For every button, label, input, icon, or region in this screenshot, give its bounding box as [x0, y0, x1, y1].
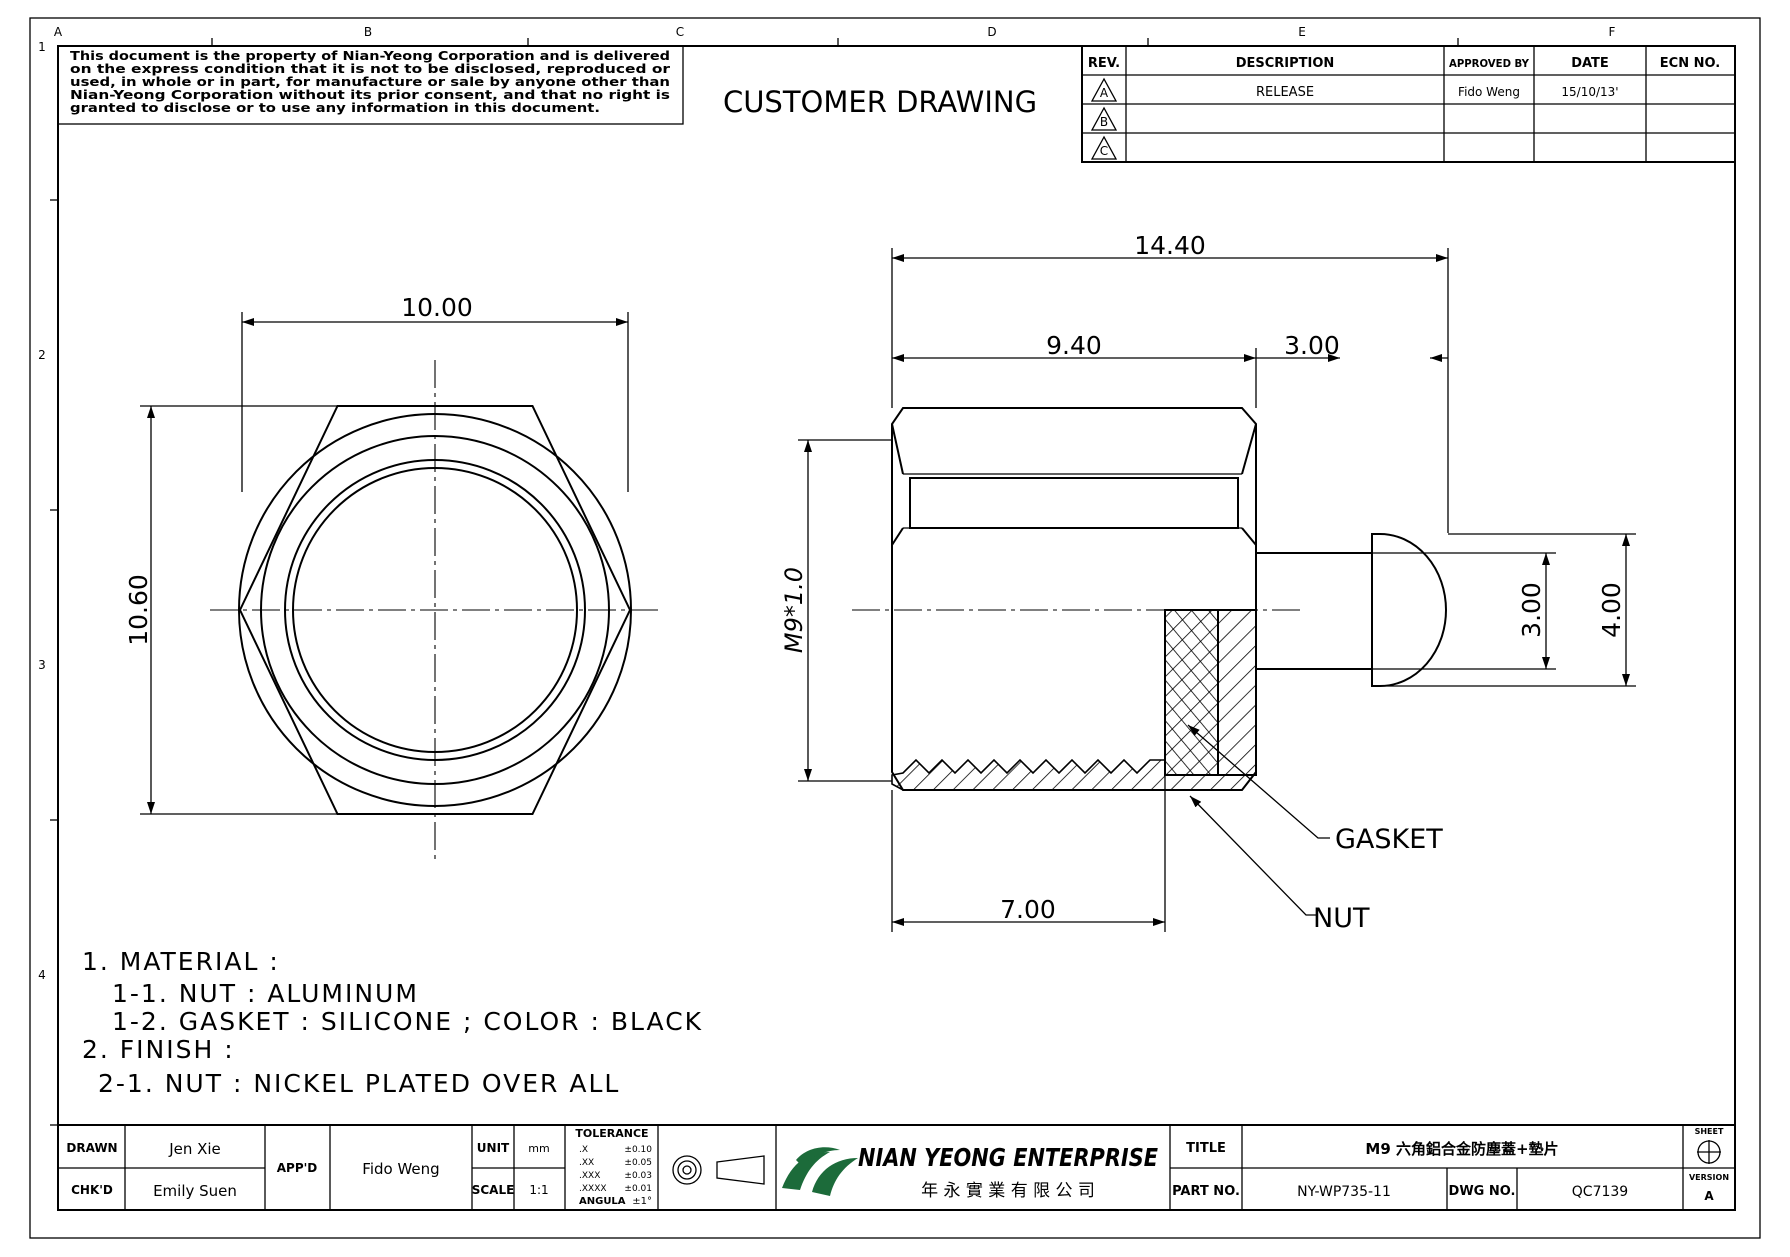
appd-by: Fido Weng — [362, 1160, 439, 1178]
part-no-label: PART NO. — [1172, 1184, 1240, 1199]
notice-line-5: granted to disclose or to use any inform… — [70, 101, 600, 115]
note-gasket-material: 1-2. GASKET : SILICONE ; COLOR : BLACK — [112, 1007, 703, 1036]
front-view: 10.00 10.60 — [124, 293, 660, 860]
dim-cap-inner-dia: 3.00 — [1517, 582, 1546, 638]
rev-a-description: RELEASE — [1256, 85, 1314, 100]
scale-label: SCALE — [472, 1183, 515, 1197]
dim-overall-length: 14.40 — [1134, 231, 1206, 260]
dim-cap-outer-dia: 4.00 — [1597, 582, 1626, 638]
dim-nut-length: 7.00 — [1000, 895, 1056, 924]
title-label: TITLE — [1186, 1141, 1226, 1156]
tolerance-label-xx: .XX — [579, 1158, 594, 1168]
rev-b-label: B — [1100, 115, 1108, 129]
zone-row-2: 2 — [38, 348, 46, 362]
zone-labels: A B C D E F 1 2 3 4 — [38, 25, 1615, 982]
material-notes: 1. MATERIAL : 1-1. NUT : ALUMINUM 1-2. G… — [82, 947, 703, 1098]
company-name: NIAN YEONG ENTERPRISE — [858, 1143, 1158, 1172]
rev-header-description: DESCRIPTION — [1236, 56, 1335, 71]
dim-thread: M9*1.0 — [780, 567, 808, 653]
zone-row-4: 4 — [38, 968, 46, 982]
version-value: A — [1704, 1189, 1714, 1203]
rev-a-date: 15/10/13' — [1561, 85, 1618, 99]
sheet-frame — [29, 17, 1761, 1239]
tolerance-label-xxxx: .XXXX — [579, 1184, 607, 1194]
note-nut-finish: 2-1. NUT : NICKEL PLATED OVER ALL — [98, 1069, 620, 1098]
title-block: DRAWN Jen Xie CHK'D Emily Suen APP'D Fid… — [57, 1124, 1736, 1211]
revision-table: REV. DESCRIPTION APPROVED BY DATE ECN NO… — [1081, 45, 1736, 163]
sheet-label: SHEET — [1695, 1127, 1724, 1136]
tolerance-value-angle: ±1° — [632, 1196, 652, 1207]
rev-a-label: A — [1100, 86, 1109, 100]
sheet-crosshair-icon — [1697, 1140, 1721, 1164]
note-finish: 2. FINISH : — [82, 1035, 235, 1064]
company-logo-icon — [782, 1147, 858, 1196]
zone-col-b: B — [364, 25, 372, 39]
part-no: NY-WP735-11 — [1297, 1184, 1391, 1200]
appd-label: APP'D — [277, 1161, 318, 1175]
zone-col-a: A — [54, 25, 63, 39]
version-label: VERSION — [1689, 1173, 1729, 1182]
scale-value: 1:1 — [529, 1183, 548, 1197]
chkd-by: Emily Suen — [153, 1182, 237, 1200]
zone-col-f: F — [1609, 25, 1616, 39]
zone-col-d: D — [987, 25, 996, 39]
rev-c-label: C — [1100, 144, 1108, 158]
dim-front-width: 10.00 — [401, 293, 473, 322]
title-value: M9 六角鋁合金防塵蓋+墊片 — [1365, 1140, 1558, 1158]
zone-col-c: C — [676, 25, 684, 39]
dwg-no: QC7139 — [1572, 1184, 1628, 1200]
rev-a-approved: Fido Weng — [1458, 85, 1520, 99]
dim-front-height: 10.60 — [124, 574, 153, 646]
rev-header-approved: APPROVED BY — [1449, 57, 1530, 70]
notice-line-2: on the express condition that it is not … — [70, 62, 670, 76]
rev-header-ecn: ECN NO. — [1660, 56, 1720, 71]
drawn-by: Jen Xie — [168, 1140, 221, 1158]
proprietary-notice: This document is the property of Nian-Ye… — [57, 45, 684, 125]
tolerance-value-xx: ±0.05 — [624, 1158, 652, 1168]
notice-line-1: This document is the property of Nian-Ye… — [70, 49, 670, 63]
rev-header-date: DATE — [1571, 56, 1609, 71]
drawing-heading: CUSTOMER DRAWING — [723, 85, 1037, 119]
zone-col-e: E — [1298, 25, 1306, 39]
tolerance-title: TOLERANCE — [575, 1127, 648, 1140]
tolerance-label-angle: ANGULA — [579, 1196, 626, 1207]
unit-value: mm — [528, 1142, 549, 1155]
dim-cap-length: 3.00 — [1284, 331, 1340, 360]
dim-body-length: 9.40 — [1046, 331, 1102, 360]
projection-symbol-icon — [672, 1155, 765, 1185]
tolerance-label-xxx: .XXX — [579, 1171, 600, 1181]
tolerance-label-x: .X — [579, 1145, 588, 1155]
zone-row-1: 1 — [38, 40, 46, 54]
notice-line-4: Nian-Yeong Corporation without its prior… — [70, 88, 670, 102]
unit-label: UNIT — [477, 1141, 510, 1155]
side-view: 14.40 9.40 3.00 M9*1.0 3.00 4.00 7.00 GA… — [780, 231, 1636, 934]
tolerance-value-xxx: ±0.03 — [624, 1171, 652, 1181]
chkd-label: CHK'D — [71, 1183, 113, 1197]
company-name-cn: 年 永 實 業 有 限 公 司 — [921, 1181, 1095, 1201]
notice-line-3: used, in whole or in part, for manufactu… — [70, 75, 670, 89]
note-nut-material: 1-1. NUT : ALUMINUM — [112, 979, 419, 1008]
drawn-label: DRAWN — [66, 1141, 117, 1155]
zone-ticks — [50, 38, 1459, 1126]
rev-header-rev: REV. — [1088, 56, 1120, 71]
dwg-no-label: DWG NO. — [1449, 1184, 1516, 1199]
tolerance-value-x: ±0.10 — [624, 1145, 652, 1155]
zone-row-3: 3 — [38, 658, 46, 672]
callout-gasket: GASKET — [1335, 824, 1443, 855]
callout-nut: NUT — [1313, 903, 1370, 934]
note-material: 1. MATERIAL : — [82, 947, 280, 976]
tolerance-value-xxxx: ±0.01 — [624, 1184, 652, 1194]
